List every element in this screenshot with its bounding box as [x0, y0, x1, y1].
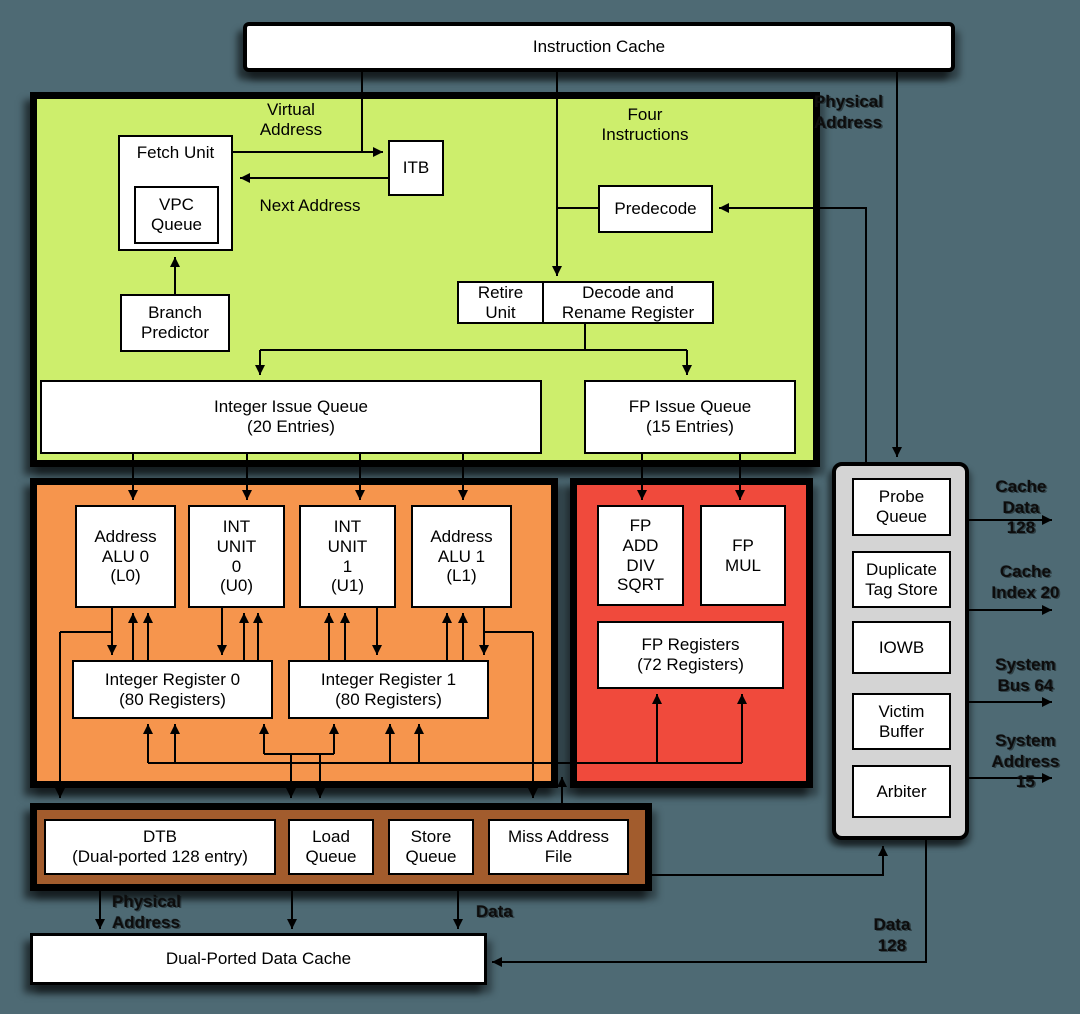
vpc-queue-box: VPC Queue [134, 186, 219, 244]
fp-registers-box: FP Registers (72 Registers) [597, 621, 784, 689]
integer-register0-box: Integer Register 0 (80 Registers) [72, 660, 273, 719]
cache-index-20-label: Cache Index 20 [991, 562, 1060, 602]
int-unit1-box: INT UNIT 1 (U1) [299, 505, 396, 608]
fp-mul-box: FP MUL [700, 505, 786, 606]
virtual-address-label: Virtual Address [259, 100, 323, 140]
iowb-box: IOWB [852, 621, 951, 674]
next-address-label: Next Address [259, 196, 361, 215]
system-address-15-label: System Address 15 [991, 731, 1060, 792]
four-instructions-label: Four Instructions [601, 105, 689, 145]
dtb-box: DTB (Dual-ported 128 entry) [44, 819, 276, 875]
itb-box: ITB [388, 140, 444, 196]
store-queue-box: Store Queue [388, 819, 474, 875]
cache-data-128-label: Cache Data 128 [995, 477, 1047, 538]
int-unit0-box: INT UNIT 0 (U0) [188, 505, 285, 608]
load-queue-box: Load Queue [288, 819, 374, 875]
fp-issue-queue-box: FP Issue Queue (15 Entries) [584, 380, 796, 454]
physical-address-bottom-label: Physical Address [112, 892, 181, 932]
address-alu0-box: Address ALU 0 (L0) [75, 505, 176, 608]
integer-register1-box: Integer Register 1 (80 Registers) [288, 660, 489, 719]
victim-buffer-box: Victim Buffer [852, 693, 951, 750]
retire-unit-box: Retire Unit [457, 281, 544, 324]
data-label: Data [476, 902, 513, 921]
system-bus-64-label: System Bus 64 [995, 655, 1056, 695]
duplicate-tag-store-box: Duplicate Tag Store [852, 551, 951, 608]
data-128-label: Data 128 [873, 915, 911, 955]
integer-issue-queue-box: Integer Issue Queue (20 Entries) [40, 380, 542, 454]
physical-address-top-label: Physical Address [814, 92, 883, 132]
predecode-box: Predecode [598, 185, 713, 233]
address-alu1-box: Address ALU 1 (L1) [411, 505, 512, 608]
miss-address-file-box: Miss Address File [488, 819, 629, 875]
instruction-cache-box: Instruction Cache [243, 22, 955, 72]
probe-queue-box: Probe Queue [852, 478, 951, 536]
decode-rename-box: Decode and Rename Register [542, 281, 714, 324]
branch-predictor-box: Branch Predictor [120, 294, 230, 352]
arbiter-box: Arbiter [852, 765, 951, 818]
fp-add-div-sqrt-box: FP ADD DIV SQRT [597, 505, 684, 606]
data-cache-box: Dual-Ported Data Cache [30, 933, 487, 985]
